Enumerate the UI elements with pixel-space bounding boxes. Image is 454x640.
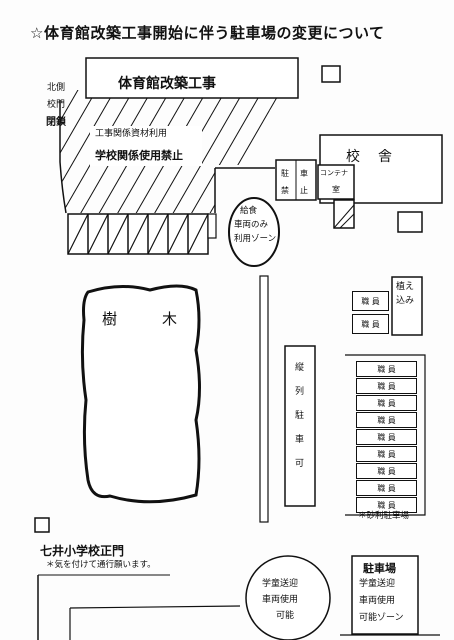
planting-box [391,276,423,336]
gravel-parking-label: ＊砂利駐車場 [358,511,410,521]
north-gate-line3: 閉鎖 [46,117,66,128]
gravel-staff-row-7: 職 員 [356,463,417,479]
container-label-2: 室 [332,185,340,194]
container-box [317,164,355,200]
gravel-staff-row-3: 職 員 [356,395,417,411]
no-parking-char3: 車 [300,169,308,178]
lunch-zone-line3: 利用ゾーン [234,234,277,244]
small-box-right [397,211,423,233]
staff-slot-label: 職 員 [361,296,380,306]
small-box-top [321,65,341,83]
parking-lot-line3: 可能ゾーン [359,613,404,623]
slot-diagonals [67,213,209,255]
gravel-staff-row-9: 職 員 [356,497,417,513]
staff-row-label: 職 員 [377,398,396,408]
parking-lot-box [351,555,419,635]
gravel-staff-row-6: 職 員 [356,446,417,462]
column-parking-label: 縦列駐車可 [293,362,303,482]
lunch-zone-line1: 給食 [240,206,258,216]
parking-lot-line2: 車両使用 [359,596,396,606]
container-label-1: コンテナ [320,169,348,177]
north-gate-note: 北側 校門 閉鎖 [42,80,70,131]
planting-line2: 込み [396,296,415,306]
construction-title-box [85,57,299,99]
pickup-circle [245,555,331,640]
north-gate-line1: 北側 [46,83,65,93]
pickup-line2: 車両使用 [262,595,299,605]
gravel-staff-row-1: 職 員 [356,361,417,377]
gravel-staff-row-2: 職 員 [356,378,417,394]
staff-slot-label: 職 員 [361,319,380,329]
lunch-zone-ellipse [228,197,280,267]
construction-label-box [90,126,202,166]
north-gate-line2: 校門 [46,100,65,110]
planting-line1: 植え [396,282,415,292]
staff-row-label: 職 員 [377,364,396,374]
staff-row-label: 職 員 [377,432,396,442]
center-fence [259,275,269,523]
no-parking-char1: 駐 [281,169,289,178]
gravel-staff-row-5: 職 員 [356,429,417,445]
column-parking-box [284,345,316,507]
schoolhouse-label: 校舎 [346,149,410,165]
staff-row-label: 職 員 [377,449,396,459]
construction-materials: 工事関係資材利用 [95,129,168,139]
pickup-line1: 学童送迎 [262,579,299,589]
trees-char1: 樹 [102,310,118,328]
trees-area [80,284,201,504]
parking-lot-title: 駐車場 [363,562,396,575]
construction-boundary [59,100,67,214]
construction-no-school-use: 学校関係使用禁止 [95,149,183,162]
no-parking-char2: 禁 [281,186,289,195]
gravel-staff-row-8: 職 員 [356,480,417,496]
main-gate-note: ＊気を付けて通行願います。 [46,560,156,570]
pickup-line3: 可能 [276,611,295,621]
trees-char2: 木 [162,310,178,328]
staff-row-label: 職 員 [377,483,396,493]
staff-slot-upper: 職 員 [352,291,389,311]
staff-row-label: 職 員 [377,415,396,425]
gate-square [34,517,50,533]
gravel-staff-row-4: 職 員 [356,412,417,428]
staff-row-label: 職 員 [377,381,396,391]
gravel-lot-outline [345,354,426,516]
staff-row-label: 職 員 [377,500,396,510]
staff-row-label: 職 員 [377,466,396,476]
construction-title: 体育館改築工事 [118,76,216,92]
staff-slot-lower: 職 員 [352,314,389,334]
parking-lot-line1: 学童送迎 [359,579,396,589]
no-parking-char4: 止 [300,186,308,195]
page-title: ☆体育館改築工事開始に伴う駐車場の変更について [30,24,385,42]
lunch-zone-line2: 車両のみ [234,220,269,230]
slot-dividers [87,214,189,254]
main-gate-label: 七井小学校正門 [40,544,125,558]
